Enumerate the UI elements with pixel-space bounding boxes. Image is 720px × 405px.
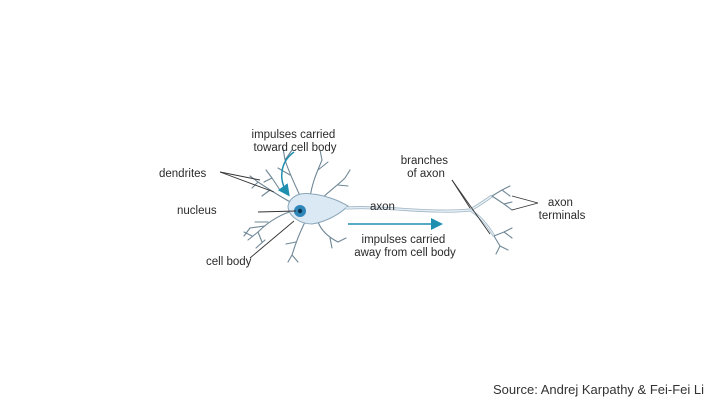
label-impulses-toward: impulses carried toward cell body <box>252 129 339 154</box>
label-branches-of-axon: branches of axon <box>401 155 452 180</box>
label-dendrites: dendrites <box>159 168 207 180</box>
impulse-toward-arrow <box>277 151 295 197</box>
source-credit: Source: Andrej Karpathy & Fei-Fei Li <box>493 382 704 397</box>
cell-body <box>287 193 349 225</box>
axon-shape <box>345 194 493 213</box>
label-nucleus: nucleus <box>177 205 217 217</box>
label-cell-body: cell body <box>206 256 252 268</box>
axon-terminals-shape <box>491 185 513 255</box>
dendrites <box>243 147 351 263</box>
label-axon-terminals: axon terminals <box>539 197 586 222</box>
leader-lines <box>219 171 539 259</box>
label-axon: axon <box>370 201 395 213</box>
label-impulses-away: impulses carried away from cell body <box>354 234 456 259</box>
